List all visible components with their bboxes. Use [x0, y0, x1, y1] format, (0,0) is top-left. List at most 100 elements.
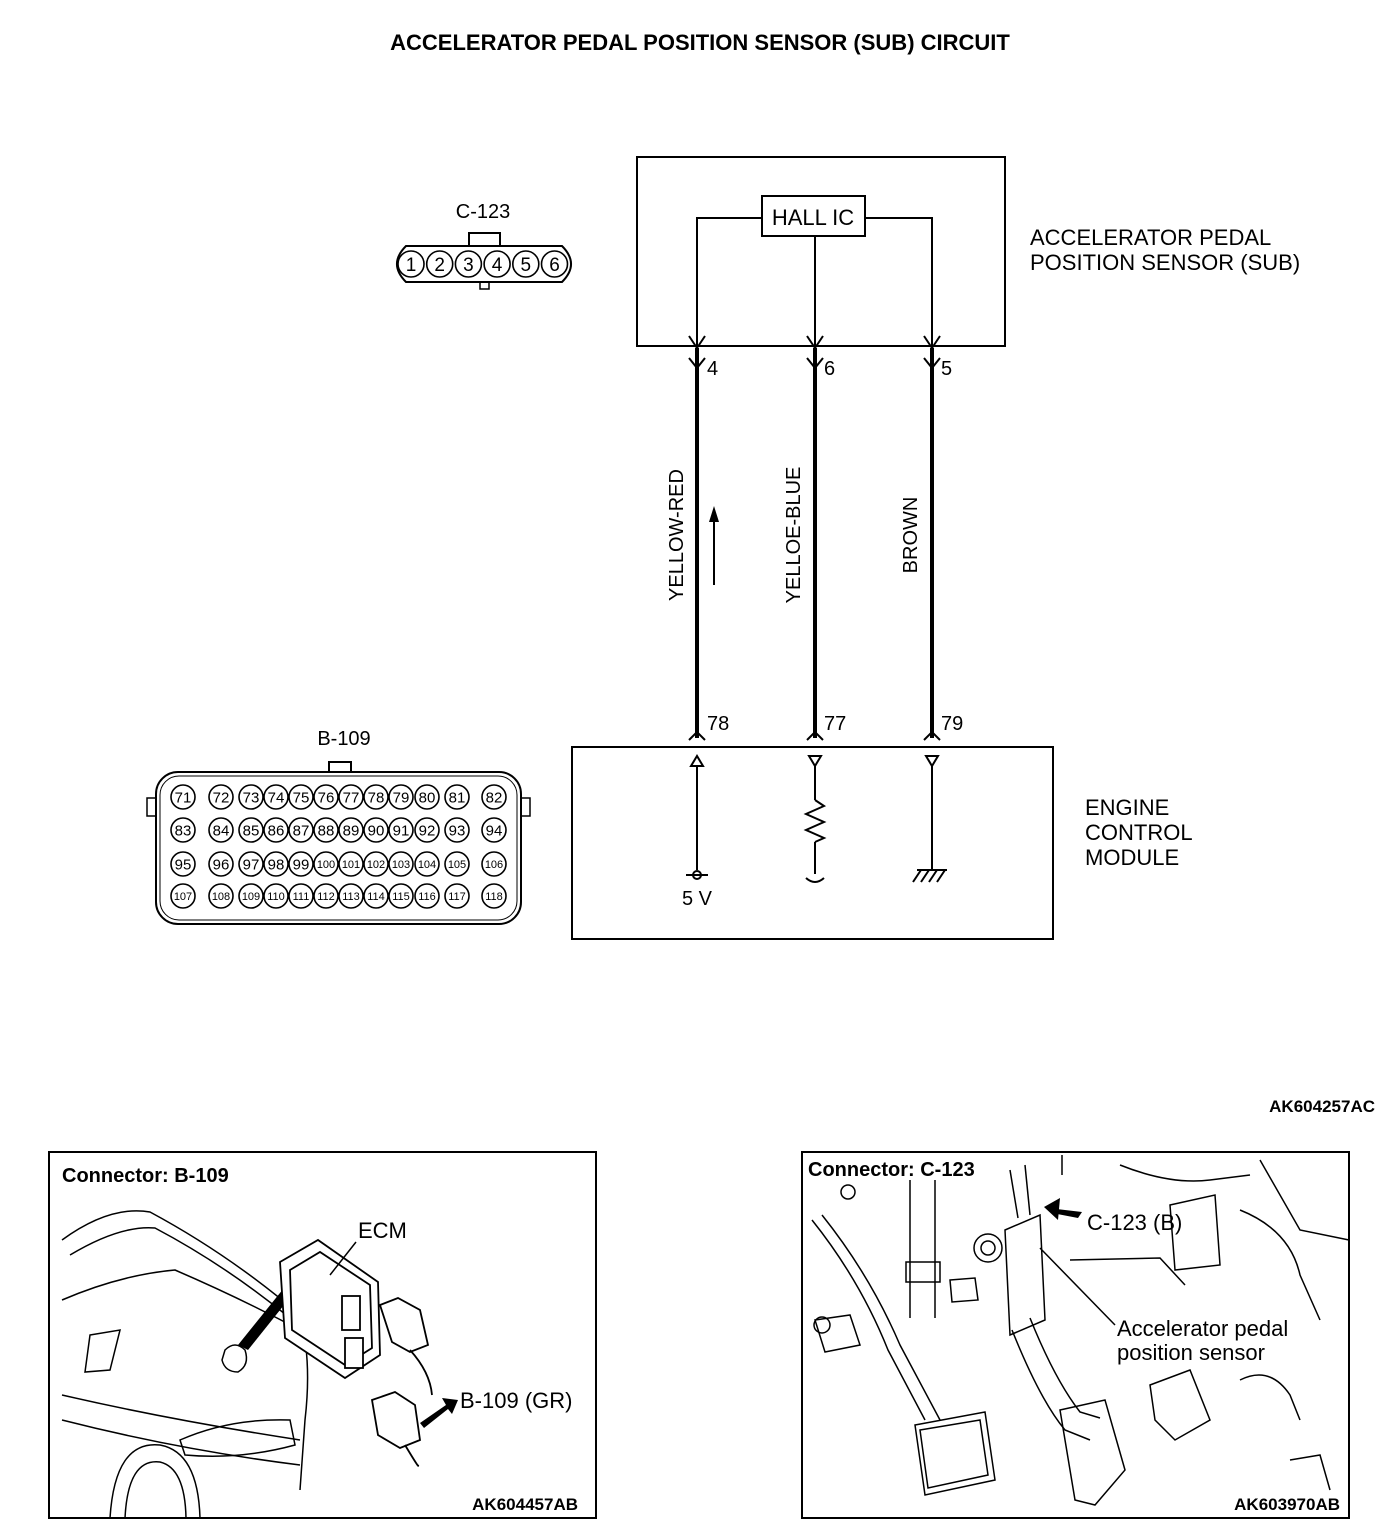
- pin-number: 74: [268, 789, 285, 806]
- sensor-pin-4: 4: [707, 358, 718, 380]
- pin-number: 87: [293, 822, 310, 839]
- b109-pin: 113: [338, 883, 364, 909]
- pin-number: 88: [318, 822, 335, 839]
- pin-number: 90: [368, 822, 385, 839]
- diagram-title: ACCELERATOR PEDAL POSITION SENSOR (SUB) …: [390, 30, 1010, 55]
- b109-pin: 103: [388, 851, 414, 877]
- ecm-label-line2: CONTROL: [1085, 820, 1193, 845]
- b109-pin: 105: [444, 851, 470, 877]
- b109-pin: 114: [363, 883, 389, 909]
- sensor-label-line1: ACCELERATOR PEDAL: [1030, 225, 1271, 250]
- ecm-pin-77: 77: [824, 713, 846, 735]
- b109-pin: 78: [363, 784, 389, 810]
- pin-number: 94: [486, 822, 503, 839]
- pin-number: 99: [293, 856, 310, 873]
- b109-pin: 94: [481, 817, 507, 843]
- pin-number: 110: [267, 891, 285, 903]
- pin-number: 92: [419, 822, 436, 839]
- wire-color-yelloe-blue: YELLOE-BLUE: [783, 467, 805, 604]
- pin-number: 96: [213, 856, 230, 873]
- b109-pin: 85: [238, 817, 264, 843]
- pin-number: 1: [406, 255, 417, 276]
- pin-number: 6: [549, 255, 560, 276]
- b109-pin: 91: [388, 817, 414, 843]
- b109-pin: 98: [263, 851, 289, 877]
- b109-pin: 106: [481, 851, 507, 877]
- pin-number: 106: [485, 859, 503, 871]
- pin-number: 111: [293, 891, 310, 903]
- pin-number: 78: [368, 789, 385, 806]
- pin-number: 115: [392, 891, 410, 903]
- c123-pin: 4: [483, 250, 511, 278]
- b109-pin: 93: [444, 817, 470, 843]
- pin-number: 83: [175, 822, 192, 839]
- b109-pin: 84: [208, 817, 234, 843]
- pin-number: 91: [393, 822, 410, 839]
- b109-pin: 86: [263, 817, 289, 843]
- hall-ic-box: [761, 195, 866, 237]
- sensor-callout-line1: Accelerator pedal: [1117, 1316, 1288, 1341]
- ecm-pin-79: 79: [941, 713, 963, 735]
- pin-number: 79: [393, 789, 410, 806]
- ecm-callout-label: ECM: [358, 1218, 407, 1243]
- diagram-code: AK604257AC: [1269, 1097, 1375, 1116]
- pin-number: 3: [463, 255, 474, 276]
- pin-number: 81: [449, 789, 466, 806]
- c123-pin: 3: [454, 250, 483, 278]
- panel-right: [801, 1151, 1350, 1519]
- sensor-pin-5: 5: [941, 358, 952, 380]
- b109-pin: 116: [414, 883, 440, 909]
- pin-number: 107: [174, 891, 192, 903]
- b109-pin: 111: [288, 883, 314, 909]
- c123-pin: 1: [397, 250, 425, 278]
- b109-pin: 96: [208, 851, 234, 877]
- panel-left-code: AK604457AB: [472, 1495, 578, 1514]
- pin-number: 75: [293, 789, 310, 806]
- b109-pin: 109: [238, 883, 264, 909]
- pin-number: 85: [243, 822, 260, 839]
- b109-pin: 112: [313, 883, 339, 909]
- c123-connector: [396, 232, 572, 290]
- b109-pin: 92: [414, 817, 440, 843]
- b109-pin: 77: [338, 784, 364, 810]
- b109-pin: 87: [288, 817, 314, 843]
- b109-pin: 81: [444, 784, 470, 810]
- ecm-label-line1: ENGINE: [1085, 795, 1169, 820]
- panel-left: [48, 1151, 597, 1519]
- b109-pin: 76: [313, 784, 339, 810]
- pin-number: 93: [449, 822, 466, 839]
- pin-number: 101: [342, 859, 360, 871]
- b109-pin: 73: [238, 784, 264, 810]
- pin-number: 116: [418, 891, 436, 903]
- c123-pin: 6: [540, 250, 569, 278]
- b109-pin: 71: [170, 784, 196, 810]
- pin-number: 95: [175, 856, 192, 873]
- pin-number: 113: [342, 891, 360, 903]
- b109-pin: 72: [208, 784, 234, 810]
- b109-pin: 104: [414, 851, 440, 877]
- pin-number: 98: [268, 856, 285, 873]
- b109-pin: 108: [208, 883, 234, 909]
- pin-number: 109: [242, 891, 260, 903]
- c123-pin: 2: [425, 250, 454, 278]
- pin-number: 117: [448, 891, 466, 903]
- pin-number: 112: [317, 891, 335, 903]
- pin-number: 100: [317, 859, 335, 871]
- b109-connector: [146, 761, 531, 925]
- b109-pin: 79: [388, 784, 414, 810]
- b109-pin: 89: [338, 817, 364, 843]
- b109-pin: 95: [170, 851, 196, 877]
- pedal-illustration: [811, 1155, 1350, 1506]
- wire-color-brown: BROWN: [900, 497, 922, 574]
- b109-pin: 110: [263, 883, 289, 909]
- pin-number: 86: [268, 822, 285, 839]
- c123-callout-label: C-123 (B): [1087, 1210, 1182, 1235]
- ecm-box: [571, 746, 1054, 940]
- b109-pin: 82: [481, 784, 507, 810]
- b109-pin: 74: [263, 784, 289, 810]
- pin-number: 97: [243, 856, 260, 873]
- b109-pin: 88: [313, 817, 339, 843]
- pin-number: 104: [418, 859, 436, 871]
- pin-number: 118: [485, 891, 503, 903]
